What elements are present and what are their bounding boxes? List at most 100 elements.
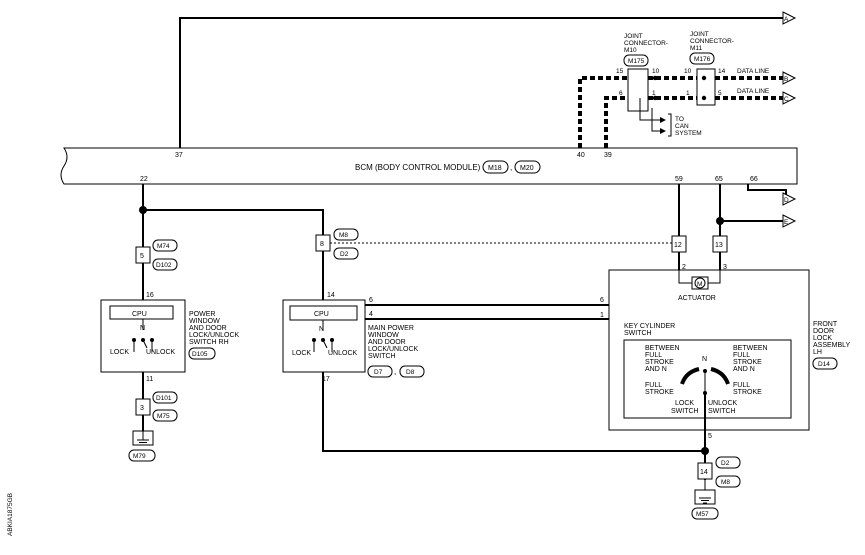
svg-text:FULL: FULL [733,382,750,389]
svg-text:CPU: CPU [314,311,329,318]
connector-8: 8 M8 D2 [315,228,359,260]
bcm-connector-1: M18 [488,165,502,172]
svg-text:D102: D102 [156,262,172,269]
svg-text:ASSEMBLY: ASSEMBLY [813,342,851,349]
svg-text:BETWEEN: BETWEEN [733,345,768,352]
svg-text:8: 8 [320,241,324,248]
svg-text:LOCK/UNLOCK: LOCK/UNLOCK [368,346,419,353]
svg-text:M75: M75 [157,413,170,420]
svg-text:M8: M8 [339,232,348,239]
svg-text:A: A [784,16,789,23]
svg-text:D2: D2 [340,251,349,258]
svg-text:14: 14 [327,292,335,299]
bcm-label: BCM (BODY CONTROL MODULE) [355,163,481,172]
svg-text:CONNECTOR-: CONNECTOR- [624,40,668,47]
svg-text:12: 12 [674,242,682,249]
bcm-module: BCM (BODY CONTROL MODULE) M18 , M20 37 4… [60,147,798,185]
svg-text:SWITCH: SWITCH [671,408,699,415]
svg-text:16: 16 [146,292,154,299]
svg-text:6: 6 [619,90,623,97]
svg-text:SWITCH: SWITCH [708,408,736,415]
svg-text:STROKE: STROKE [733,389,762,396]
offsheet-arrow-e: E [782,214,797,228]
svg-text:N: N [319,326,324,333]
svg-text:CAN: CAN [675,123,689,130]
bcm-pin-39: 39 [604,152,612,159]
svg-text:MAIN POWER: MAIN POWER [368,325,414,332]
svg-text:D7: D7 [374,369,383,376]
ground-m57: M57 [691,479,719,520]
offsheet-arrow-d: D [782,192,797,206]
svg-text:BETWEEN: BETWEEN [645,345,680,352]
svg-text:3: 3 [140,405,144,412]
svg-text:AND DOOR: AND DOOR [368,339,406,346]
svg-text:N: N [702,356,707,363]
svg-text:D101: D101 [156,395,172,402]
svg-text:JOINT: JOINT [624,33,643,40]
svg-text:AND N: AND N [645,366,667,373]
svg-text:LOCK/UNLOCK: LOCK/UNLOCK [189,332,240,339]
svg-text:5: 5 [140,253,144,260]
svg-text:M176: M176 [694,56,711,63]
svg-text:M79: M79 [133,453,146,460]
svg-text:14: 14 [700,469,708,476]
bcm-pin-66: 66 [750,176,758,183]
svg-text:STROKE: STROKE [645,389,674,396]
svg-text:D8: D8 [406,369,415,376]
svg-text:LOCK: LOCK [110,349,129,356]
wire-to-a [179,17,783,148]
svg-text:POWER: POWER [189,311,215,318]
svg-text:17: 17 [322,376,330,383]
svg-text:JOINT: JOINT [690,31,709,38]
svg-text:AND DOOR: AND DOOR [189,325,227,332]
svg-text:FULL: FULL [733,352,750,359]
svg-text:5: 5 [718,90,722,97]
offsheet-arrow-b: B [782,71,797,85]
svg-text:WINDOW: WINDOW [189,318,220,325]
svg-text:1: 1 [686,90,690,97]
svg-text:2: 2 [682,264,686,271]
connector-5: 5 M74 D102 [135,239,178,271]
bcm-pin-65: 65 [715,176,723,183]
svg-text:1: 1 [652,90,656,97]
bcm-pin-40: 40 [577,152,585,159]
svg-text:STROKE: STROKE [733,359,762,366]
svg-text:M57: M57 [696,511,709,518]
diagram-code: ABKIA1875GB [7,493,14,536]
splice-ground [701,447,709,455]
svg-text:ACTUATOR: ACTUATOR [678,295,716,302]
svg-text:N: N [140,325,145,332]
svg-text:M175: M175 [628,58,645,65]
svg-text:D14: D14 [818,361,830,368]
svg-text:DATA LINE: DATA LINE [737,88,770,95]
door-lock-assembly: 2 3 M ACTUATOR 6 1 5 FRONT DOOR LOCK ASS… [600,260,851,440]
connector-13: 13 [712,235,728,253]
svg-text:11: 11 [146,376,153,383]
svg-text:LOCK: LOCK [675,400,694,407]
svg-text:4: 4 [369,311,373,318]
svg-text:CPU: CPU [132,311,147,318]
svg-text:3: 3 [723,264,727,271]
svg-text:,: , [510,163,512,172]
svg-text:B: B [784,76,788,83]
main-switch: CPU N LOCK UNLOCK 14 6 4 17 MAIN POWER W… [282,292,425,383]
svg-text:E: E [784,219,789,226]
svg-text:1: 1 [600,312,604,319]
svg-text:M: M [697,281,702,288]
svg-text:DATA LINE: DATA LINE [737,68,770,75]
svg-text:FULL: FULL [645,382,662,389]
splice-22 [139,206,147,214]
joint-connector-m11: JOINT CONNECTOR- M11 M176 10 14 1 5 [684,31,734,106]
wire-22-to-main [143,209,324,300]
connector-14: 14 D2 M8 [697,456,741,488]
svg-text:SYSTEM: SYSTEM [675,130,702,137]
svg-text:LOCK: LOCK [292,350,311,357]
wire-pin17-ground [322,372,705,452]
svg-text:M74: M74 [157,243,170,250]
svg-text:10: 10 [684,68,692,75]
svg-text:SWITCH: SWITCH [624,330,652,337]
offsheet-arrow-c: C [782,91,797,105]
svg-text:M10: M10 [624,47,637,54]
svg-text:13: 13 [715,242,723,249]
